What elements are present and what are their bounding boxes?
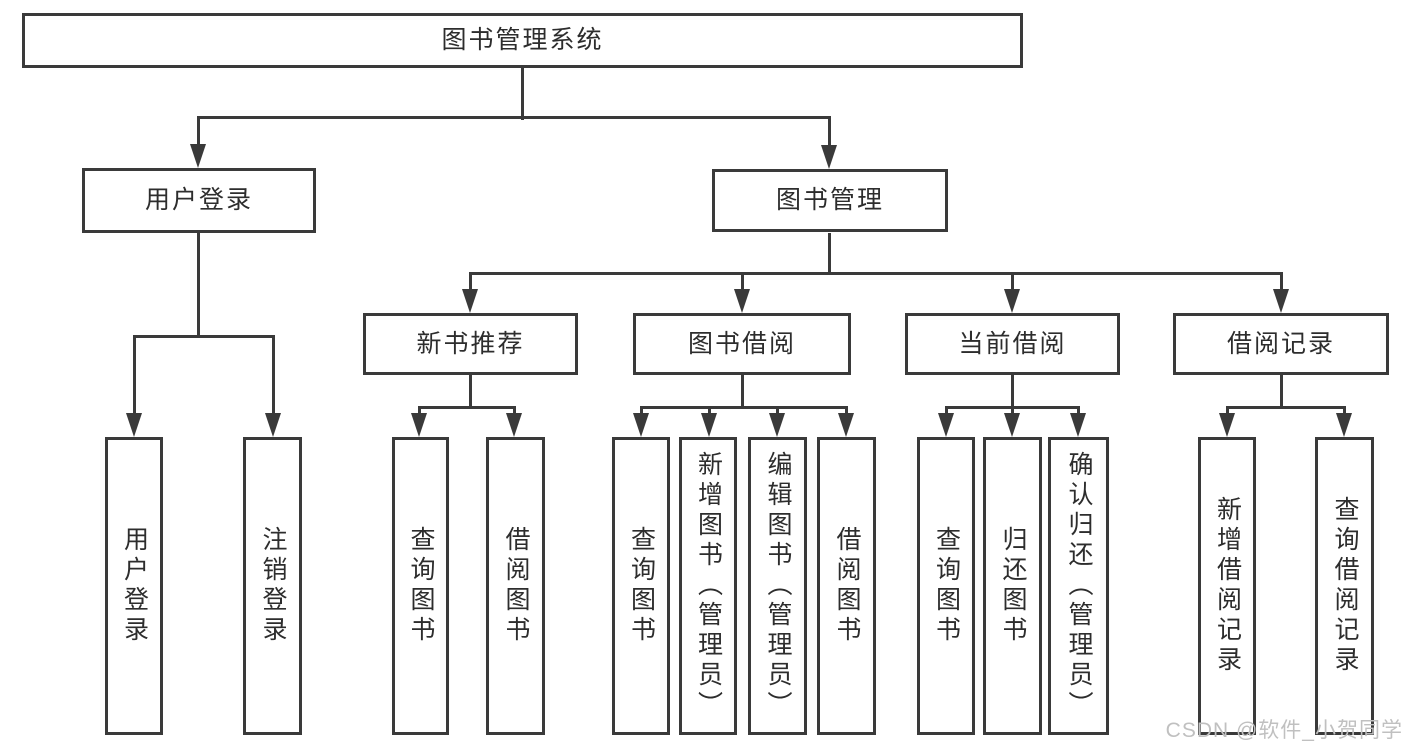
connector-line [639,407,643,417]
arrow-down-icon [1273,289,1289,313]
node-leaf-bb-borrow: 借阅图书 [817,437,876,735]
arrow-down-icon [190,144,206,168]
arrow-down-icon [411,413,427,437]
arrow-down-icon [1219,413,1235,437]
arrow-down-icon [265,413,281,437]
arrow-down-icon [734,289,750,313]
connector-line [132,336,136,417]
arrow-down-icon [1070,413,1086,437]
watermark: CSDN @软件_小贺同学 [1165,719,1403,742]
connector-line [1010,407,1014,417]
connector-line [740,273,744,293]
node-book-borrow: 图书借阅 [633,313,851,375]
node-label: 新书推荐 [416,329,525,358]
connector-line [196,117,200,148]
connector-line [639,405,848,409]
node-label: 编辑图书（管理员） [764,451,792,721]
arrow-down-icon [1004,289,1020,313]
connector-line [707,407,711,417]
connector-line [196,233,200,338]
arrow-down-icon [821,145,837,169]
connector-line [512,407,516,417]
node-current-borrow: 当前借阅 [905,313,1120,375]
connector-line [944,407,948,417]
node-label: 查询图书 [407,526,435,646]
arrow-down-icon [633,413,649,437]
connector-line [132,334,275,338]
arrow-down-icon [462,289,478,313]
node-label: 图书借阅 [687,329,796,358]
node-leaf-nbr-query: 查询图书 [392,437,449,735]
arrow-down-icon [838,413,854,437]
node-leaf-bb-query: 查询图书 [612,437,670,735]
node-label: 当前借阅 [958,329,1067,358]
node-leaf-br-add: 新增借阅记录 [1198,437,1256,735]
arrow-down-icon [506,413,522,437]
node-leaf-user-login: 用户登录 [105,437,163,735]
connector-line [1342,407,1346,417]
node-new-book-rec: 新书推荐 [363,313,578,375]
node-leaf-nbr-borrow: 借阅图书 [486,437,545,735]
node-root: 图书管理系统 [22,13,1023,68]
node-leaf-br-query: 查询借阅记录 [1315,437,1374,735]
node-label: 用户登录 [120,526,149,646]
node-user-login: 用户登录 [82,168,316,233]
node-label: 图书管理系统 [441,26,604,54]
connector-line [468,375,472,408]
node-leaf-cb-return: 归还图书 [983,437,1042,735]
node-label: 查询图书 [932,526,961,646]
node-leaf-bb-edit: 编辑图书（管理员） [748,437,807,735]
arrow-down-icon [938,413,954,437]
connector-line [740,375,744,408]
node-label: 注销登录 [259,526,287,646]
node-label: 用户登录 [144,186,253,214]
connector-line [775,407,779,417]
connector-line [417,407,421,417]
node-label: 归还图书 [999,526,1027,646]
node-label: 借阅记录 [1226,329,1335,358]
connector-line [827,233,831,275]
node-leaf-logout: 注销登录 [243,437,302,735]
connector-line [827,117,831,149]
connector-line [1076,407,1080,417]
connector-line [1279,273,1283,293]
node-label: 借阅图书 [502,526,530,646]
connector-line [1225,407,1229,417]
node-label: 确认归还（管理员） [1065,451,1093,721]
node-leaf-cb-confirm: 确认归还（管理员） [1048,437,1109,735]
arrow-down-icon [1004,413,1020,437]
arrow-down-icon [769,413,785,437]
connector-line [520,68,524,120]
connector-line [1279,375,1283,408]
connector-line [271,336,275,417]
connector-line [1010,273,1014,293]
arrow-down-icon [1336,413,1352,437]
connector-line [468,271,1283,275]
node-label: 借阅图书 [833,526,861,646]
connector-line [468,273,472,293]
node-book-mgmt: 图书管理 [712,169,948,232]
node-label: 查询借阅记录 [1331,496,1359,676]
connector-line [417,405,516,409]
node-leaf-bb-add: 新增图书（管理员） [679,437,737,735]
node-label: 图书管理 [775,186,884,214]
node-label: 查询图书 [627,526,656,646]
connector-line [1225,405,1346,409]
arrow-down-icon [126,413,142,437]
node-label: 新增借阅记录 [1213,496,1242,676]
connector-line [844,407,848,417]
connector-line [196,115,831,119]
node-borrow-record: 借阅记录 [1173,313,1389,375]
node-leaf-cb-query: 查询图书 [917,437,975,735]
node-label: 新增图书（管理员） [694,451,723,721]
arrow-down-icon [701,413,717,437]
connector-line [1010,375,1014,408]
